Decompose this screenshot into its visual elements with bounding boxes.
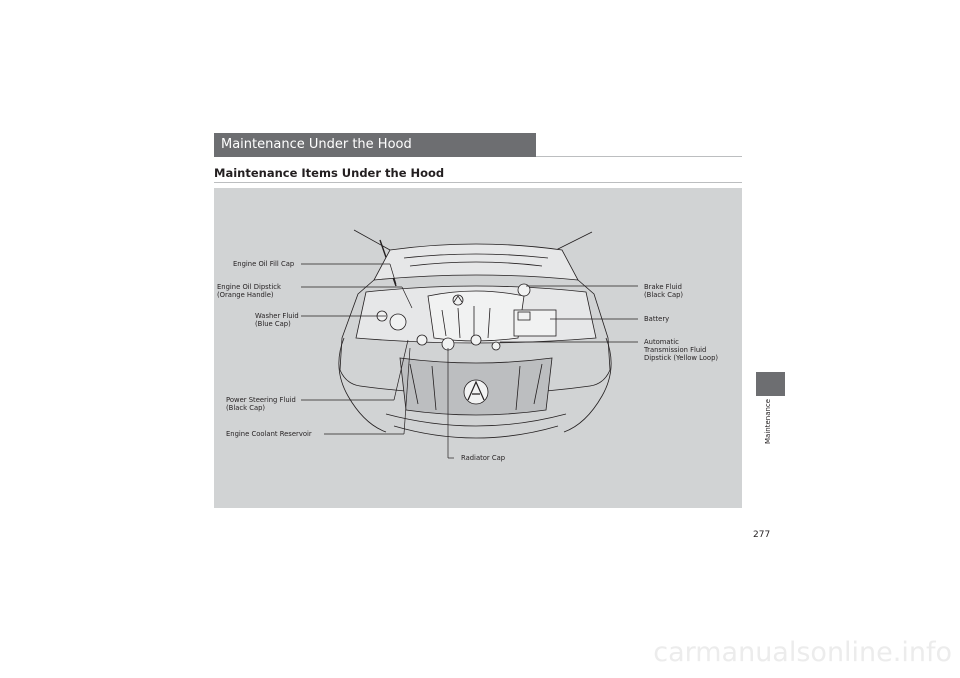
callout-engine-coolant-reservoir: Engine Coolant Reservoir	[226, 430, 312, 438]
callout-line: Battery	[644, 315, 670, 323]
engine-bay-illustration	[301, 229, 638, 459]
callout-battery: Battery	[644, 315, 669, 323]
heading-rule	[214, 182, 742, 183]
callout-line: Washer Fluid	[255, 312, 299, 320]
callout-line: (Blue Cap)	[255, 320, 291, 328]
section-rule	[536, 156, 742, 157]
callout-line: Engine Oil Dipstick	[217, 283, 281, 291]
callout-line: Engine Oil Fill Cap	[233, 260, 295, 268]
watermark: carmanualsonline.info	[653, 637, 952, 668]
chapter-tab	[756, 372, 785, 396]
page-heading: Maintenance Items Under the Hood	[214, 166, 445, 180]
callout-automatic-transmission-fluid: Automatic Transmission Fluid Dipstick (Y…	[644, 338, 718, 362]
callout-line: Automatic	[644, 338, 679, 346]
callout-radiator-cap: Radiator Cap	[461, 454, 505, 462]
callout-line: (Orange Handle)	[217, 291, 274, 299]
callout-line: Dipstick (Yellow Loop)	[644, 354, 719, 362]
chapter-label: Maintenance	[764, 398, 772, 444]
callout-engine-oil-fill-cap: Engine Oil Fill Cap	[233, 260, 294, 268]
page-number: 277	[753, 530, 771, 540]
callout-line: Engine Coolant Reservoir	[226, 430, 312, 438]
callout-line: (Black Cap)	[644, 291, 684, 299]
engine-bay-figure: Engine Oil Fill Cap Engine Oil Dipstick …	[214, 188, 742, 508]
callout-line: (Black Cap)	[226, 404, 266, 412]
section-header-bar	[214, 133, 536, 157]
callout-washer-fluid: Washer Fluid (Blue Cap)	[255, 312, 299, 328]
callout-brake-fluid: Brake Fluid (Black Cap)	[644, 283, 683, 299]
callout-line: Power Steering Fluid	[226, 396, 296, 404]
callout-line: Radiator Cap	[461, 454, 506, 462]
callout-line: Brake Fluid	[644, 283, 682, 291]
callout-line: Transmission Fluid	[644, 346, 707, 354]
section-title: Maintenance Under the Hood	[221, 137, 412, 152]
callout-power-steering-fluid: Power Steering Fluid (Black Cap)	[226, 396, 296, 412]
callout-engine-oil-dipstick: Engine Oil Dipstick (Orange Handle)	[217, 283, 281, 299]
